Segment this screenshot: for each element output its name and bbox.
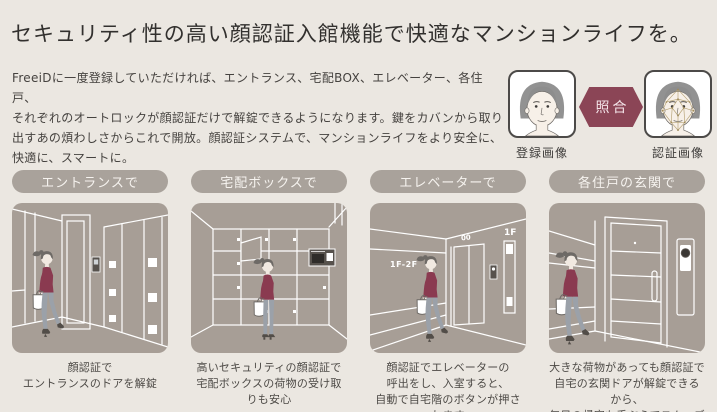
floor-wall-sign: 1F-2F	[390, 260, 418, 269]
door-indicator: 00	[461, 234, 472, 243]
column-entrance: エントランスで	[12, 170, 168, 412]
intro-paragraph: FreeiDに一度登録していただければ、エントランス、宅配BOX、エレベーター、…	[12, 71, 504, 165]
face-illustration	[519, 81, 565, 136]
woman-figure	[32, 250, 64, 337]
open-locker-door	[240, 236, 262, 262]
caption-delivery-box: 高いセキュリティの顔認証で 宅配ボックスの荷物の受け取りも安心	[196, 361, 342, 406]
match-badge-label: 照合	[595, 100, 630, 116]
woman-figure	[253, 258, 276, 340]
door-handle	[651, 270, 658, 302]
caption-unit-door: 大きな荷物があっても顔認証で 自宅の玄関ドアが解錠できるから、 毎日の帰宅も手ぶ…	[549, 361, 705, 412]
tab-delivery-box: 宅配ボックスで	[191, 170, 347, 193]
page-title: セキュリティ性の高い顔認証入館機能で快適なマンションライフを。	[11, 22, 692, 46]
unit-door-illustration	[549, 203, 705, 353]
column-unit-door: 各住戸の玄関で	[549, 170, 705, 412]
panel-floor-sign: 1F	[504, 228, 516, 238]
face-mesh-illustration	[655, 81, 701, 136]
tab-unit-door: 各住戸の玄関で	[549, 170, 705, 193]
face-match-diagram: 照合 登録画像 認証画像	[508, 70, 712, 162]
recognized-image-label: 認証画像	[651, 146, 704, 160]
woman-figure	[416, 255, 448, 342]
woman-figure	[555, 251, 590, 345]
caption-entrance: 顔認証で エントランスのドアを解錠	[22, 361, 158, 390]
column-elevator: エレベーターで 1F-2F 00	[370, 170, 526, 412]
column-delivery-box: 宅配ボックスで	[191, 170, 347, 412]
recognized-face-image	[644, 70, 712, 138]
caption-elevator: 顔認証でエレベーターの 呼出をし、入室すると、 自動で自宅階のボタンが押されます	[375, 361, 521, 412]
feature-columns: エントランスで	[12, 170, 705, 412]
entrance-illustration	[12, 203, 168, 353]
elevator-call-button	[489, 264, 498, 280]
tab-entrance: エントランスで	[12, 170, 168, 193]
match-badge: 照合	[579, 87, 643, 127]
registered-image-label: 登録画像	[515, 146, 568, 160]
tab-elevator: エレベーターで	[370, 170, 526, 193]
delivery-box-illustration	[191, 203, 347, 353]
elevator-illustration: 1F-2F 00 1F	[370, 203, 526, 353]
registered-face-image	[508, 70, 576, 138]
